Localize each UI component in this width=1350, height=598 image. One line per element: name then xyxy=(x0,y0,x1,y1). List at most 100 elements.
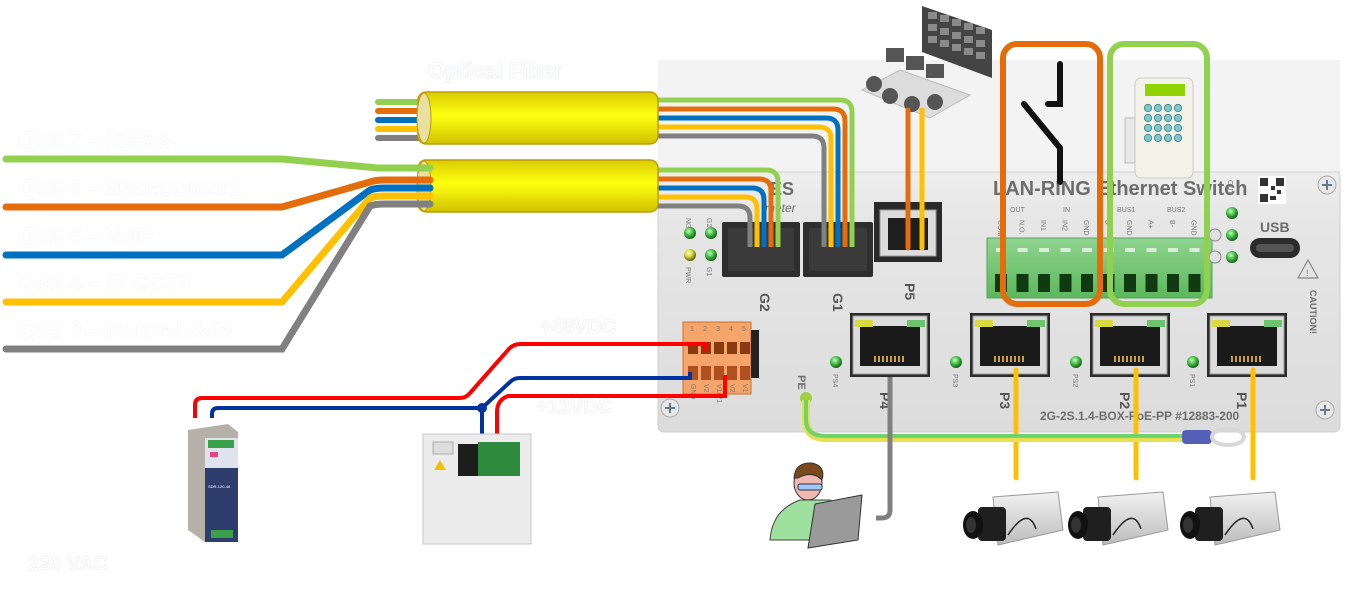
io-terminal-slot[interactable] xyxy=(1038,274,1050,292)
keypad-key xyxy=(1153,113,1163,123)
poe-led xyxy=(1070,356,1082,368)
io-pin-label: COM xyxy=(996,220,1003,237)
right-status-leds: OUT xyxy=(1208,180,1238,264)
power-pin-label: V2 xyxy=(728,384,735,393)
keypad-key xyxy=(1143,123,1153,133)
screw-icon xyxy=(1315,400,1335,420)
qos-label-4: QoS 0 – Normal data xyxy=(18,317,234,342)
qos-line-4 xyxy=(2,200,434,353)
fiber-g1-wire-3 xyxy=(650,124,834,247)
power-terminal-slot-bottom[interactable] xyxy=(688,366,698,380)
power-terminal-slot-bottom[interactable] xyxy=(727,366,737,380)
poe-led-label: PS4 xyxy=(831,374,838,387)
io-pin-label: N.O. xyxy=(1018,220,1025,234)
fiber-g1-wire-4 xyxy=(650,133,827,247)
status-leds: NG G2 PWR G1 xyxy=(684,218,717,283)
ip-camera-icon xyxy=(963,491,1064,546)
wire-negative xyxy=(210,372,692,418)
power-terminal-slot-top[interactable] xyxy=(714,342,724,354)
label-230vac: 230 VAC xyxy=(28,553,108,575)
power-terminal-slot-top[interactable] xyxy=(688,342,698,354)
keypad-key xyxy=(1163,113,1173,123)
io-pin-label: B- xyxy=(1168,220,1175,228)
led-off-1 xyxy=(1208,228,1222,242)
rj45-port-p3[interactable]: P3 xyxy=(970,313,1050,409)
qos-label-1: QoS 6 – Management xyxy=(18,175,241,200)
screw-icon xyxy=(1317,175,1337,195)
label-12vdc: +12VDC xyxy=(536,396,612,418)
power-terminal-slot-top[interactable] xyxy=(727,342,737,354)
fiber-g2-wire-3 xyxy=(650,194,760,247)
poe-led xyxy=(830,356,842,368)
model-label: 2G-2S.1.4-BOX-PoE-PP #12883-200 xyxy=(1040,409,1240,423)
io-group-bus1: BUS1 xyxy=(1117,207,1135,214)
psu-model: SDR-120-48 xyxy=(208,484,231,489)
power-terminal-slot-bottom[interactable] xyxy=(740,366,750,380)
rj45-port-p2[interactable]: P2 xyxy=(1090,313,1170,409)
keypad-key xyxy=(1173,133,1183,143)
led-pwr xyxy=(684,249,696,261)
keypad-key xyxy=(1173,103,1183,113)
qos-line-3 xyxy=(2,192,434,306)
ip-camera-icon xyxy=(1180,491,1281,546)
power-pin-number: 1 xyxy=(690,326,694,333)
power-pin-label: V2 xyxy=(702,384,709,393)
port-label-p5: P5 xyxy=(902,283,918,300)
poe-led-label: PS1 xyxy=(1188,374,1195,387)
poe-led xyxy=(950,356,962,368)
power-pin-label: V1/V1 xyxy=(715,384,722,403)
io-terminal-slot[interactable] xyxy=(1188,274,1201,292)
led-label-g2: G2 xyxy=(705,218,712,227)
relay-contact-icon xyxy=(1021,61,1063,185)
power-pin-number: 2 xyxy=(703,326,707,333)
keypad-key xyxy=(1173,113,1183,123)
relay-highlight-box xyxy=(1000,41,1103,307)
laptop-user-icon xyxy=(769,420,893,549)
usb-label: USB xyxy=(1260,219,1290,235)
io-terminal-slot[interactable] xyxy=(1124,274,1136,292)
io-terminal-slot[interactable] xyxy=(1081,274,1093,292)
wire-48v-positive xyxy=(193,342,707,418)
rj45-port-p1[interactable]: P1 xyxy=(1207,313,1287,409)
led-off-2 xyxy=(1208,250,1222,264)
qos-label-3: QoS 4 – IP CCTV xyxy=(18,270,193,295)
led-g1 xyxy=(705,249,717,261)
keypad-key xyxy=(1163,123,1173,133)
power-terminal-slot-top[interactable] xyxy=(740,342,750,354)
sfp-label-g2: G2 xyxy=(757,293,773,312)
poe-led-label: PS2 xyxy=(1071,374,1078,387)
io-terminal-slot[interactable] xyxy=(1167,274,1179,292)
keypad-key xyxy=(1173,123,1183,133)
io-terminal-slot[interactable] xyxy=(1059,274,1072,292)
ground-cable-green xyxy=(804,400,1190,438)
io-terminal-slot[interactable] xyxy=(1145,274,1158,292)
control-room-icon xyxy=(860,6,992,119)
qos-line-0 xyxy=(2,155,434,172)
power-terminal-slot-bottom[interactable] xyxy=(701,366,711,380)
io-terminal-slot[interactable] xyxy=(1016,274,1029,292)
sfp-port-g1[interactable]: G1 xyxy=(803,222,873,312)
fiber-tube-top-end xyxy=(416,92,432,144)
fiber-tube-bottom xyxy=(417,159,659,213)
wire-junction xyxy=(477,403,487,413)
keypad-key xyxy=(1143,113,1153,123)
io-pin-label: GND xyxy=(1082,220,1089,236)
port-led-link xyxy=(1264,320,1282,327)
led-out xyxy=(1226,207,1238,219)
rj45-port-p4[interactable]: P4 xyxy=(850,313,930,409)
power-pin-label: GND xyxy=(689,384,696,400)
port-led-link xyxy=(1147,320,1165,327)
led-g2 xyxy=(705,227,717,239)
caution-label: CAUTION! xyxy=(1308,290,1318,334)
pe-label: PE xyxy=(795,375,807,390)
port-label: P2 xyxy=(1117,392,1133,409)
power-terminal-slot-bottom[interactable] xyxy=(714,366,724,380)
sfp-label-g1: G1 xyxy=(830,293,846,312)
screw-icon xyxy=(660,398,680,418)
power-pin-number: 4 xyxy=(729,326,733,333)
io-pin-label: GND xyxy=(1125,220,1132,236)
label-48vdc: +48VDC xyxy=(540,316,616,338)
keypad-key xyxy=(1143,103,1153,113)
led-ng xyxy=(684,227,696,239)
